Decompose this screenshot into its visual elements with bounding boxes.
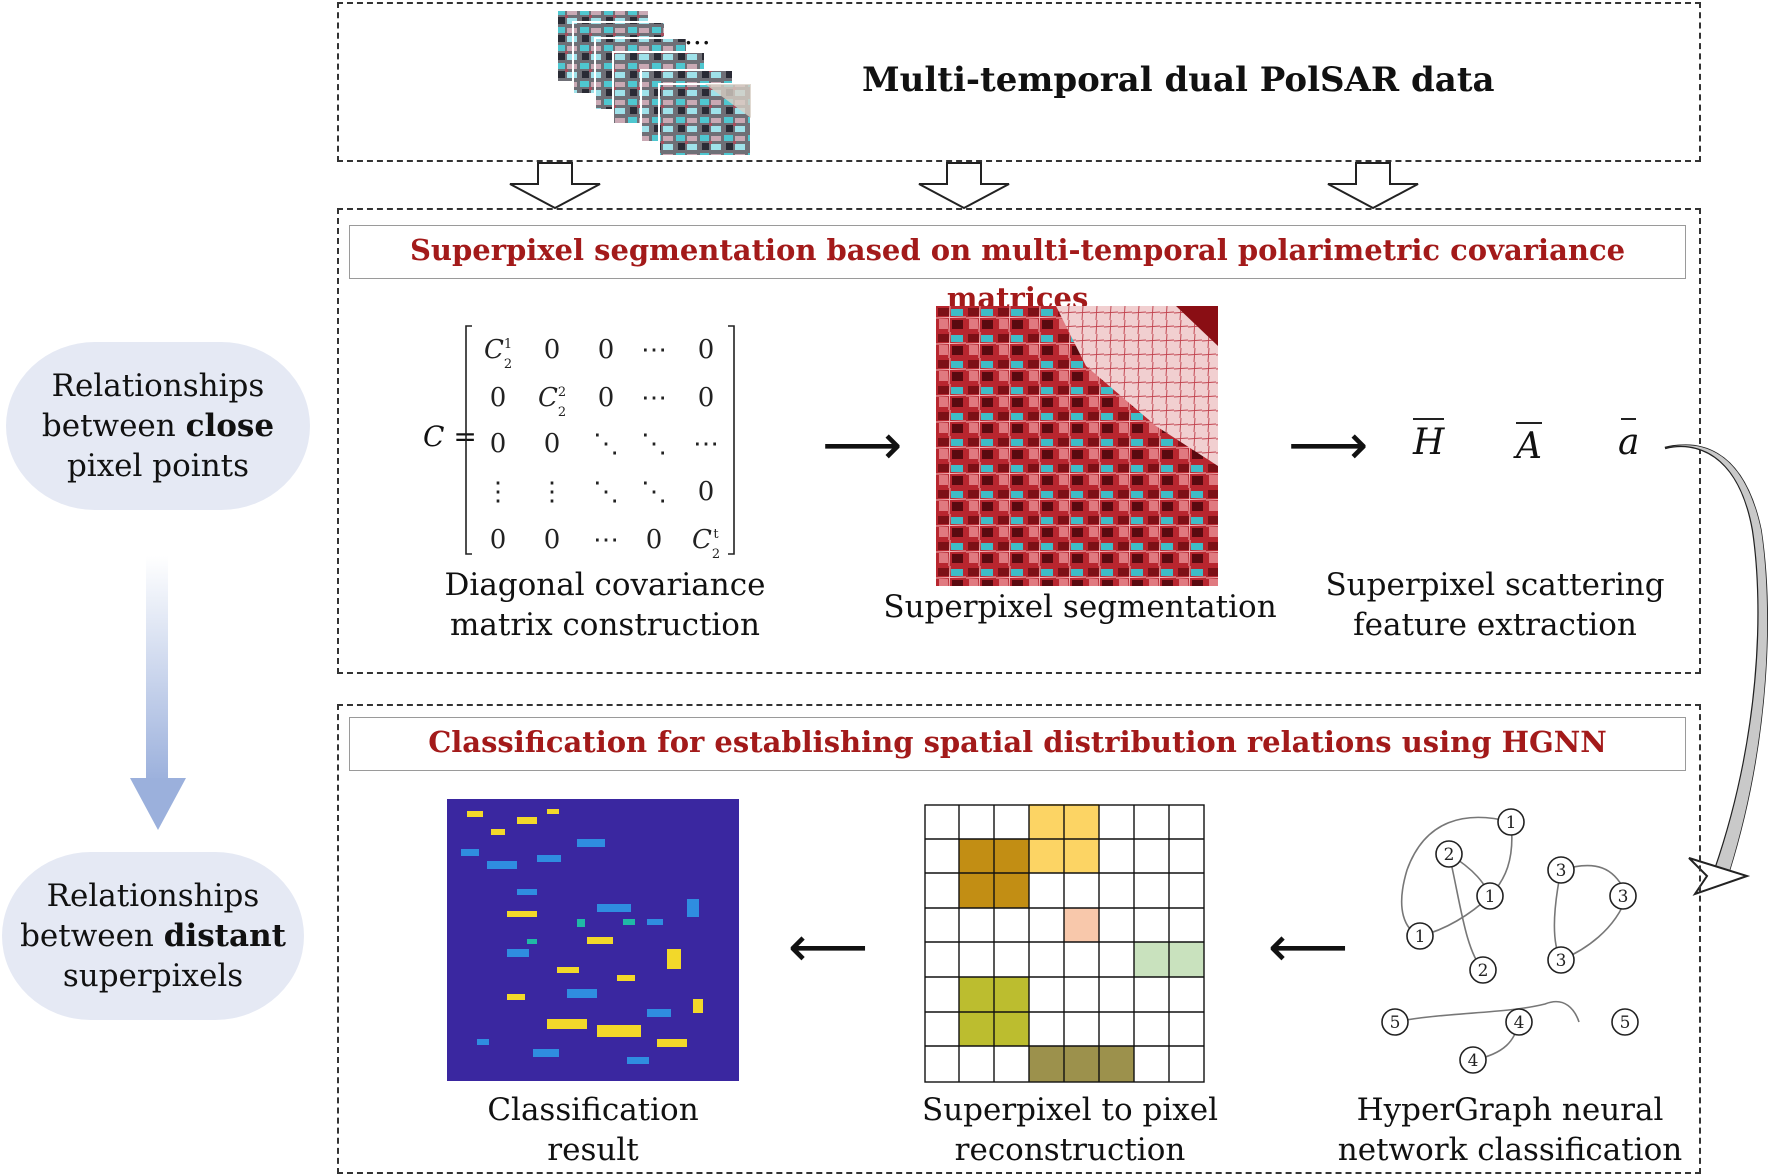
segmentation-stage-banner: Superpixel segmentation based on multi-t… xyxy=(349,225,1686,315)
down-hollow-arrow-3 xyxy=(1327,162,1419,210)
result-caption: Classification result xyxy=(428,1090,758,1170)
svg-text:0: 0 xyxy=(598,383,615,413)
feature-anisotropy-symbol: A xyxy=(1516,426,1542,467)
right-arrow-2: ⟶ xyxy=(1288,413,1369,478)
hypergraph-caption: HyperGraph neural network classification xyxy=(1330,1090,1690,1170)
reconstruction-caption-line1: Superpixel to pixel xyxy=(921,1092,1219,1128)
features-caption: Superpixel scattering feature extraction xyxy=(1310,565,1680,645)
svg-text:C: C xyxy=(484,335,504,365)
matrix-label: C = xyxy=(423,420,477,453)
node-label-3: 1 xyxy=(1485,887,1496,907)
svg-text:C: C xyxy=(538,383,558,413)
input-data-box xyxy=(337,2,1701,162)
hypergraph-caption-line2: network classification xyxy=(1337,1132,1683,1168)
down-gradient-arrow xyxy=(130,556,186,830)
down-hollow-arrow-2 xyxy=(918,162,1010,210)
node-label-7: 3 xyxy=(1618,887,1629,907)
node-label-12: 5 xyxy=(1620,1013,1631,1033)
distant-pill-line3: superpixels xyxy=(62,958,244,994)
classification-stage-banner: Classification for establishing spatial … xyxy=(349,717,1686,771)
node-label-9: 5 xyxy=(1390,1013,1401,1033)
svg-text:⋱: ⋱ xyxy=(641,429,667,459)
feature-entropy: H xyxy=(1413,418,1445,463)
node-label-1: 1 xyxy=(1506,813,1517,833)
svg-text:⋯: ⋯ xyxy=(641,335,667,365)
svg-text:⋮: ⋮ xyxy=(485,477,511,507)
svg-text:0: 0 xyxy=(698,477,715,507)
distant-relationship-pill: Relationships between distant superpixel… xyxy=(2,852,304,1020)
result-caption-line2: result xyxy=(547,1132,639,1168)
close-pill-line3: pixel points xyxy=(66,448,250,484)
node-label-6: 3 xyxy=(1556,861,1567,881)
close-pill-bold: close xyxy=(185,408,275,444)
feature-anisotropy: A xyxy=(1516,422,1542,467)
svg-text:t: t xyxy=(713,527,719,542)
node-label-5: 2 xyxy=(1478,961,1489,981)
svg-text:⋯: ⋯ xyxy=(693,429,719,459)
svg-text:⋮: ⋮ xyxy=(539,477,565,507)
matrix-caption: Diagonal covariance matrix construction xyxy=(420,565,790,645)
curved-connector-arrow xyxy=(1664,444,1768,896)
node-label-10: 4 xyxy=(1514,1013,1525,1033)
svg-text:0: 0 xyxy=(544,335,561,365)
svg-text:⋯: ⋯ xyxy=(593,525,619,555)
stack-ellipsis: ... xyxy=(684,18,711,51)
classification-result-image xyxy=(447,799,739,1081)
svg-text:⋯: ⋯ xyxy=(641,383,667,413)
distant-pill-line2-prefix: between xyxy=(20,918,164,954)
svg-text:2: 2 xyxy=(712,547,720,558)
close-pill-line2-prefix: between xyxy=(41,408,186,444)
reconstruction-caption: Superpixel to pixel reconstruction xyxy=(890,1090,1250,1170)
segmentation-stage-box xyxy=(337,208,1701,674)
node-label-4: 1 xyxy=(1415,927,1426,947)
node-label-8: 3 xyxy=(1556,951,1567,971)
node-label-2: 2 xyxy=(1444,845,1455,865)
hypergraph-diagram: 1 2 1 1 2 3 3 3 5 4 4 5 xyxy=(1381,808,1639,1074)
feature-alpha-symbol: a xyxy=(1618,422,1640,463)
reconstruction-grid xyxy=(924,804,1205,1083)
svg-text:0: 0 xyxy=(698,335,715,365)
feature-alpha: a xyxy=(1618,418,1640,463)
svg-text:⋱: ⋱ xyxy=(641,477,667,507)
classification-stage-box xyxy=(337,704,1701,1174)
distant-pill-bold: distant xyxy=(163,918,286,954)
svg-text:0: 0 xyxy=(698,383,715,413)
svg-text:1: 1 xyxy=(504,337,512,352)
svg-text:⋱: ⋱ xyxy=(593,429,619,459)
left-arrow-2: ⟵ xyxy=(1268,915,1349,980)
hypergraph-caption-line1: HyperGraph neural xyxy=(1356,1092,1664,1128)
close-relationship-pill: Relationships between close pixel points xyxy=(6,342,310,510)
result-caption-line1: Classification xyxy=(487,1092,699,1128)
svg-text:0: 0 xyxy=(598,335,615,365)
features-caption-line2: feature extraction xyxy=(1353,607,1637,643)
superpixel-segmentation-image xyxy=(936,306,1218,586)
svg-text:0: 0 xyxy=(544,429,561,459)
svg-text:0: 0 xyxy=(490,525,507,555)
svg-text:2: 2 xyxy=(504,357,512,372)
svg-text:⋱: ⋱ xyxy=(593,477,619,507)
input-data-title: Multi-temporal dual PolSAR data xyxy=(862,60,1495,100)
hypergraph-nodes xyxy=(1381,808,1639,1074)
down-hollow-arrow-1 xyxy=(509,162,601,210)
close-pill-line1: Relationships xyxy=(51,368,265,404)
svg-text:2: 2 xyxy=(558,405,566,420)
svg-text:C: C xyxy=(692,525,712,555)
matrix-caption-line1: Diagonal covariance xyxy=(444,567,766,603)
distant-pill-line1: Relationships xyxy=(46,878,260,914)
feature-entropy-symbol: H xyxy=(1413,422,1445,463)
svg-text:2: 2 xyxy=(558,385,566,400)
left-arrow-1: ⟵ xyxy=(788,915,869,980)
features-caption-line1: Superpixel scattering xyxy=(1325,567,1665,603)
svg-text:0: 0 xyxy=(490,429,507,459)
polsar-image-stack xyxy=(556,9,752,157)
svg-text:0: 0 xyxy=(490,383,507,413)
svg-text:0: 0 xyxy=(646,525,663,555)
svg-text:0: 0 xyxy=(544,525,561,555)
matrix-caption-line2: matrix construction xyxy=(450,607,760,643)
segmentation-caption: Superpixel segmentation xyxy=(883,589,1277,625)
right-arrow-1: ⟶ xyxy=(822,413,903,478)
reconstruction-caption-line2: reconstruction xyxy=(954,1132,1186,1168)
node-label-11: 4 xyxy=(1468,1051,1479,1071)
